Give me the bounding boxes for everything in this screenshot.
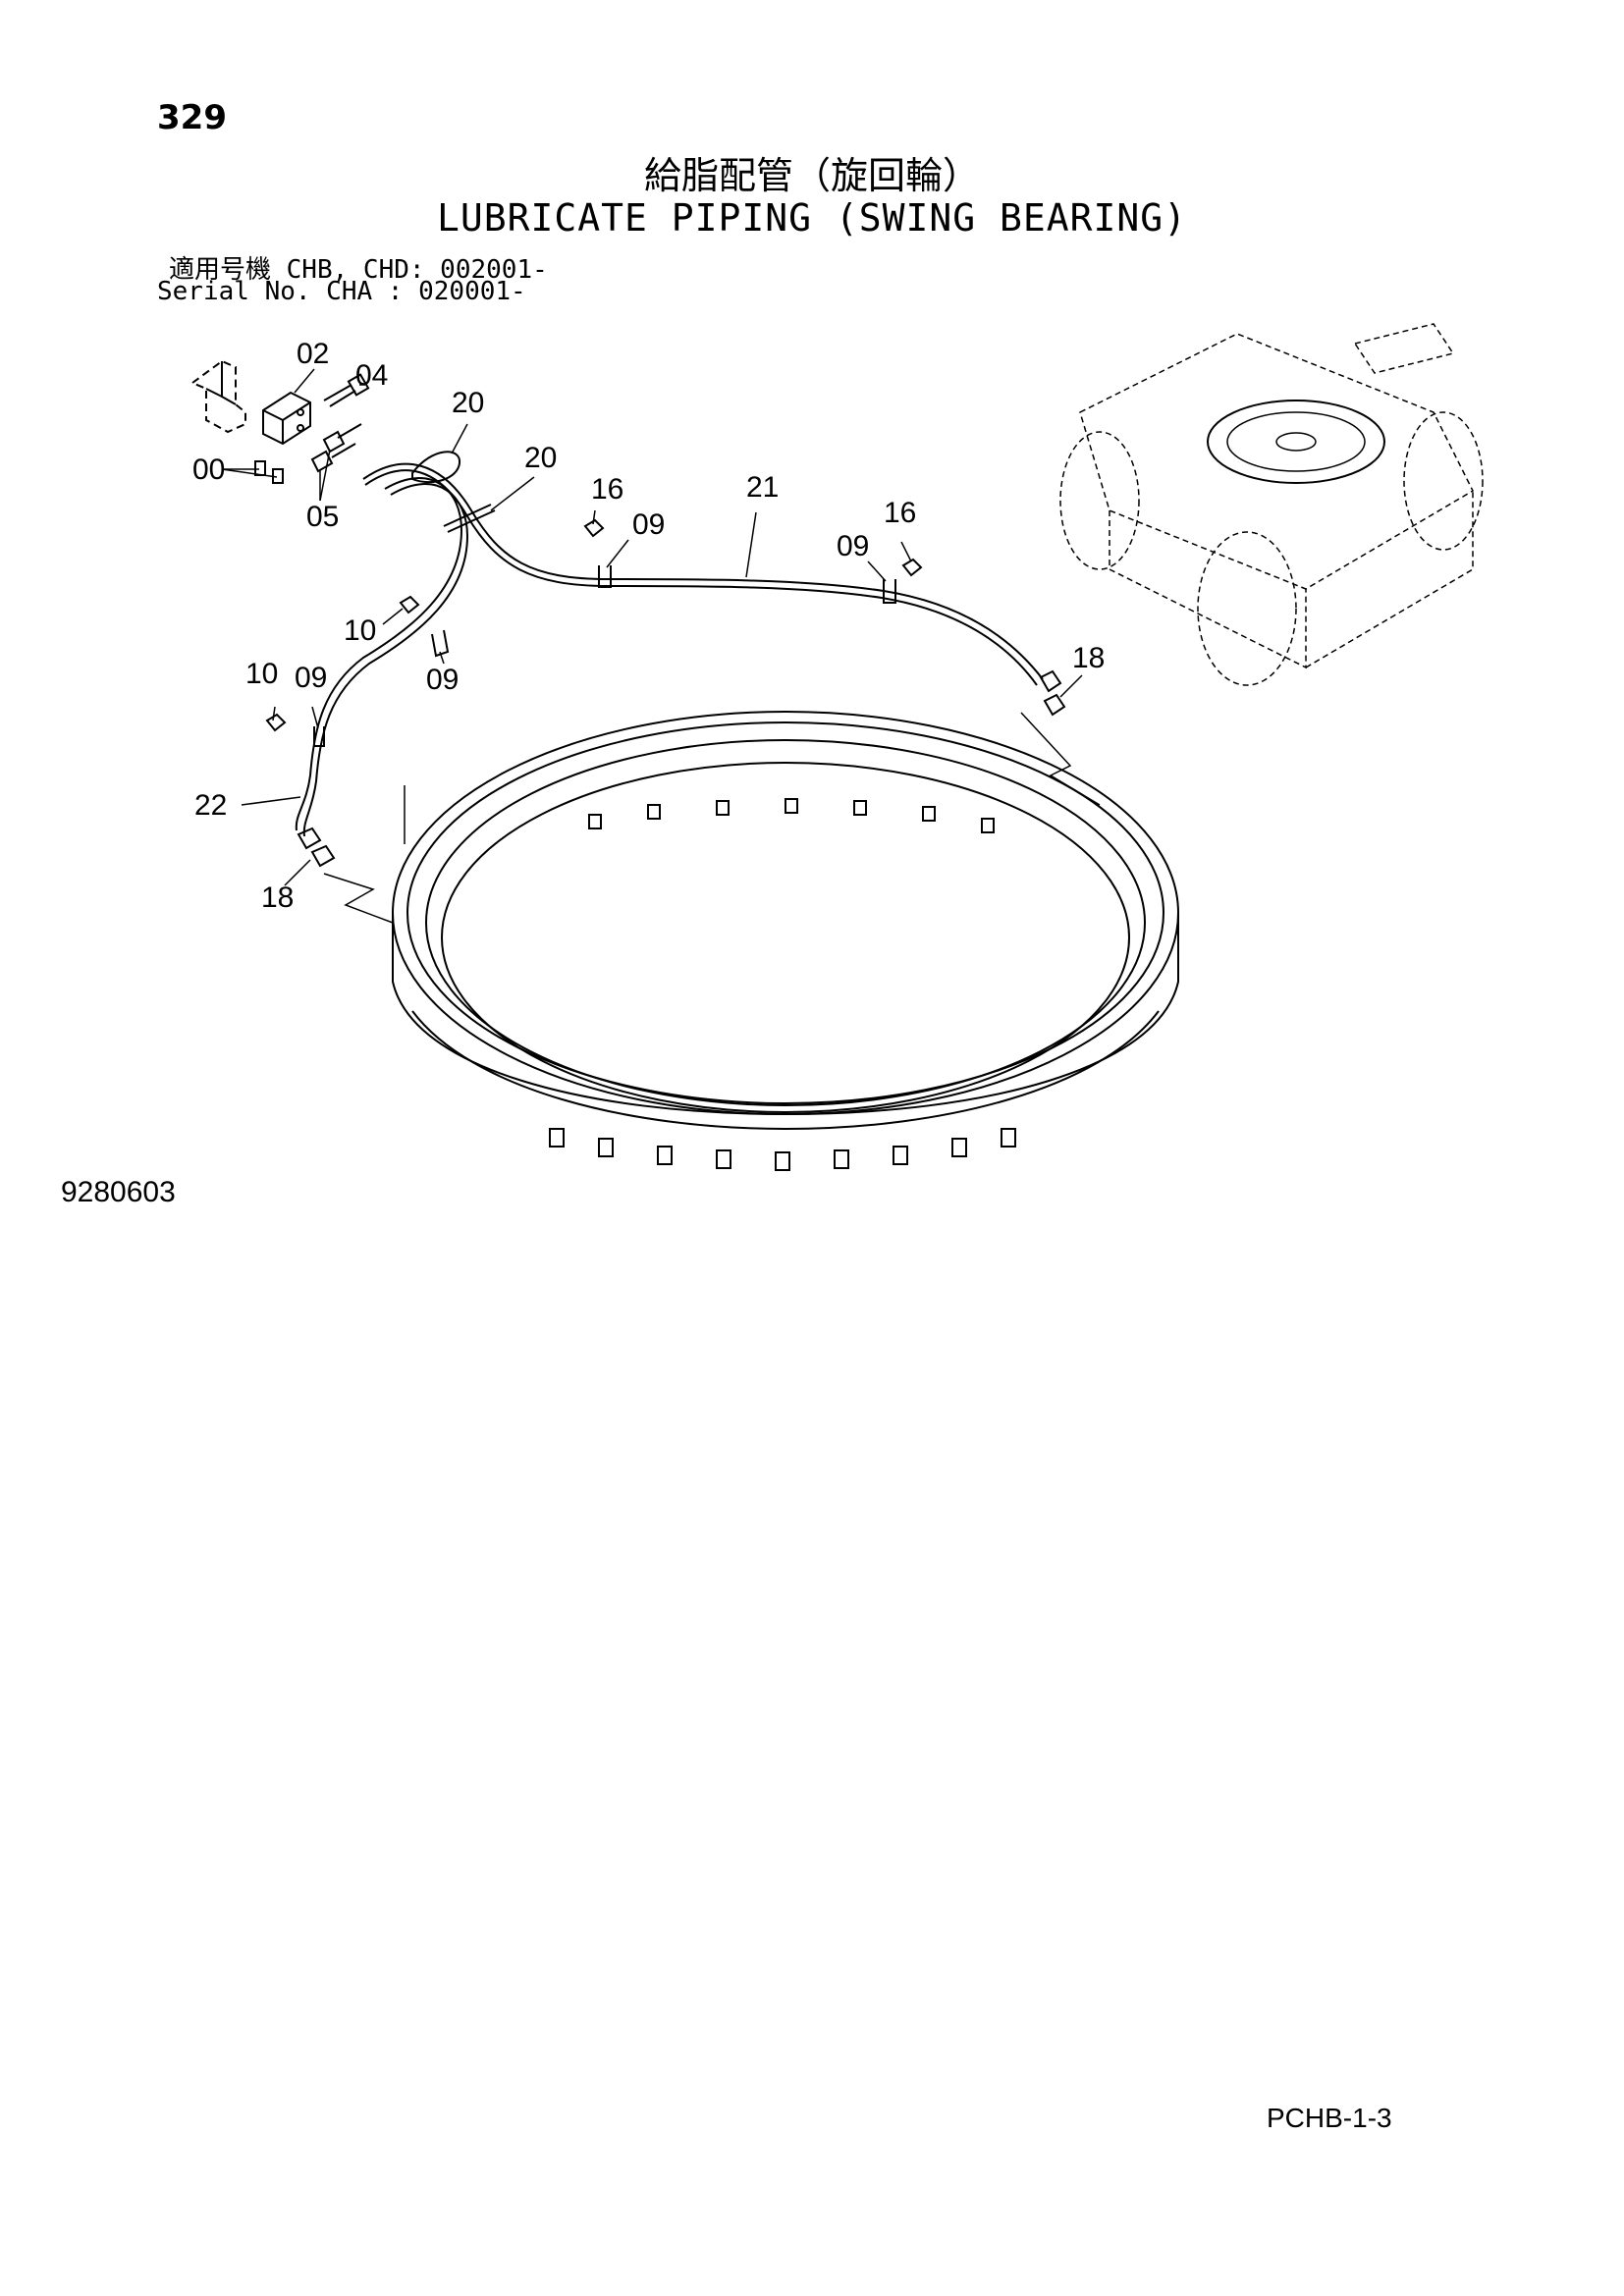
clamps-09 bbox=[313, 565, 896, 747]
title-english: LUBRICATE PIPING (SWING BEARING) bbox=[436, 196, 1188, 240]
page-reference: PCHB-1-3 bbox=[1267, 2103, 1392, 2133]
bolt-04 bbox=[323, 373, 370, 407]
label-00: 00 bbox=[192, 454, 225, 486]
label-16a: 16 bbox=[591, 473, 623, 506]
swing-bearing bbox=[392, 711, 1179, 1131]
ring-studs bbox=[549, 798, 1016, 1171]
label-09a: 09 bbox=[632, 508, 665, 541]
fittings-05 bbox=[310, 423, 362, 473]
break-lines bbox=[323, 712, 1101, 924]
leader-lines bbox=[221, 368, 1083, 886]
drawing-number: 9280603 bbox=[61, 1176, 176, 1208]
label-21: 21 bbox=[746, 471, 779, 504]
label-05: 05 bbox=[306, 501, 339, 533]
elbows-18 bbox=[297, 669, 1066, 868]
label-04: 04 bbox=[355, 359, 388, 392]
label-22: 22 bbox=[194, 789, 227, 822]
title-japanese: 給脂配管（旋回輪） bbox=[643, 154, 980, 197]
label-18b: 18 bbox=[261, 881, 294, 914]
label-18a: 18 bbox=[1072, 642, 1105, 674]
hose-22 bbox=[295, 477, 469, 837]
label-20a: 20 bbox=[452, 387, 484, 419]
label-10a: 10 bbox=[344, 614, 376, 647]
grease-block bbox=[262, 391, 311, 446]
label-16b: 16 bbox=[884, 497, 916, 529]
serial-line-1: 適用号機 CHB, CHD: 002001- bbox=[169, 255, 548, 285]
bracket-part bbox=[189, 359, 246, 434]
label-10b: 10 bbox=[245, 658, 278, 690]
label-02: 02 bbox=[297, 338, 329, 370]
label-09c: 09 bbox=[426, 664, 459, 696]
hose-21 bbox=[362, 462, 1044, 686]
label-09b: 09 bbox=[837, 530, 869, 562]
callout-labels: 02 04 20 20 00 05 16 09 21 16 09 10 09 1… bbox=[192, 338, 1105, 914]
serial-line-2: Serial No. CHA : 020001- bbox=[157, 277, 526, 306]
hose-clamp-20 bbox=[411, 451, 496, 533]
bolts-00 bbox=[254, 460, 284, 484]
machine-sketch bbox=[1059, 323, 1484, 686]
label-20b: 20 bbox=[524, 442, 557, 474]
label-09d: 09 bbox=[295, 662, 327, 694]
page-number: 329 bbox=[157, 98, 227, 137]
